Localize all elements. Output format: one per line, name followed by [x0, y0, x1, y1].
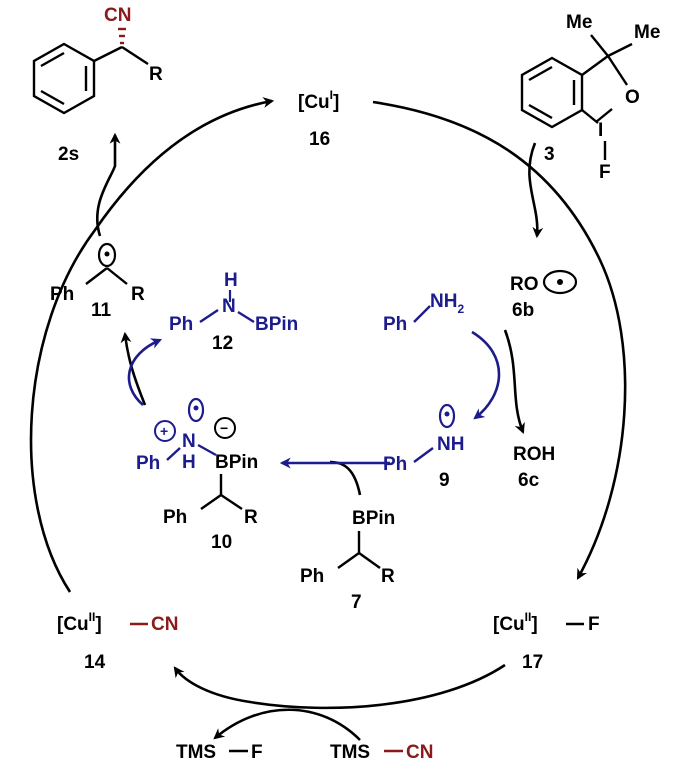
product-r-label: R — [149, 64, 163, 85]
boronate-complex: + − Ph N H BPin Ph R 10 — [136, 397, 258, 553]
alkoxy-text: RO — [510, 274, 539, 295]
tms-f-atom: F — [251, 742, 263, 763]
benzyl-radical: Ph R 11 — [50, 242, 145, 321]
cu2cn-atom: CN — [151, 614, 178, 635]
cu2-fluoride: [CuII] F 17 — [493, 610, 600, 673]
oxidant-o: O — [625, 87, 640, 108]
cu2cn-number: 14 — [84, 652, 106, 673]
aminoborane-h: H — [224, 270, 238, 291]
complex-h: H — [182, 452, 196, 473]
aminoborane-ph: Ph — [169, 314, 193, 335]
oxidant-me1: Me — [566, 12, 592, 33]
arrow-7-in — [329, 460, 362, 496]
radical-ph: Ph — [50, 284, 74, 305]
arc-cu2cn-to-cu1 — [29, 97, 275, 593]
cu2cn-text: [Cu — [57, 614, 89, 635]
complex-number: 10 — [211, 532, 232, 553]
tms-cn-atom: CN — [406, 742, 433, 763]
alcohol: ROH 6c — [513, 444, 555, 491]
svg-text:NH2: NH2 — [430, 291, 464, 316]
aniline-sub2: 2 — [457, 302, 464, 316]
complex-r: R — [244, 507, 258, 528]
ester-number: 7 — [351, 592, 362, 613]
svg-text:[CuI]: [CuI] — [298, 88, 339, 113]
cu2-cyanide: [CuII] CN 14 — [57, 610, 178, 673]
aminyl-nh: NH — [437, 434, 464, 455]
cu1-text: [Cu — [298, 92, 330, 113]
aminyl-ph: Ph — [383, 454, 407, 475]
complex-ph2: Ph — [163, 507, 187, 528]
tms-f-tms: TMS — [176, 742, 216, 763]
product-cn-label: CN — [104, 5, 131, 26]
arrow-oxidant-in — [528, 142, 544, 239]
alcohol-text: ROH — [513, 444, 555, 465]
complex-ph: Ph — [136, 453, 160, 474]
cu1-ox: I — [330, 88, 333, 102]
tms-reagents: TMS F TMS CN — [176, 742, 433, 763]
alcohol-number: 6c — [518, 470, 540, 491]
aminoborane-n: N — [222, 296, 236, 317]
product-nitrile — [32, 27, 149, 115]
ester-bpin: BPin — [352, 508, 395, 529]
complex-n: N — [182, 431, 196, 452]
product-number: 2s — [58, 144, 79, 165]
ester-ph: Ph — [300, 566, 324, 587]
complex-minus: − — [220, 420, 228, 436]
tms-cn-tms: TMS — [330, 742, 370, 763]
radical-r: R — [131, 284, 145, 305]
aminoborane-number: 12 — [212, 333, 233, 354]
complex-bpin: BPin — [215, 452, 258, 473]
aniline-nh: NH — [430, 291, 457, 312]
boronic-ester: BPin Ph R 7 — [300, 508, 395, 613]
complex-plus: + — [160, 423, 168, 439]
ester-r: R — [381, 566, 395, 587]
cu1-complex: [CuI] 16 — [298, 88, 339, 150]
aminoborane: H Ph N BPin 12 — [169, 270, 298, 354]
cu2cn-ox: II — [89, 610, 96, 624]
aniline: Ph NH2 — [383, 291, 464, 335]
alkoxy-radical: RO 6b — [510, 269, 578, 321]
alkoxy-number: 6b — [512, 300, 534, 321]
arrow-tms-exchange — [213, 708, 361, 741]
cu1-number: 16 — [309, 129, 330, 150]
oxidant-i: I — [598, 120, 603, 141]
radical-number: 11 — [91, 300, 112, 321]
arrow-ro-to-roh — [503, 329, 525, 435]
arc-cu1-to-cu2f — [372, 100, 627, 580]
svg-text:[CuII]: [CuII] — [493, 610, 538, 635]
aniline-ph: Ph — [383, 314, 407, 335]
cu2f-number: 17 — [522, 652, 543, 673]
aminyl-radical: Ph NH 9 — [383, 403, 464, 491]
cycle-arrows — [29, 97, 627, 741]
arrow-radical-to-product — [95, 132, 121, 237]
arrow-aniline-to-aminyl — [471, 330, 501, 420]
cu2f-close: ] — [531, 614, 537, 635]
amine-arrows — [127, 330, 501, 469]
aminoborane-bpin: BPin — [255, 314, 298, 335]
cu1-close: ] — [333, 92, 339, 113]
cu2f-text: [Cu — [493, 614, 525, 635]
cu2cn-close: ] — [95, 614, 101, 635]
svg-text:[CuII]: [CuII] — [57, 610, 102, 635]
oxidant-number: 3 — [544, 144, 555, 165]
cu2f-ox: II — [525, 610, 532, 624]
oxidant-f: F — [599, 162, 611, 183]
arrow-10-to-11 — [120, 331, 147, 406]
oxidant-me2: Me — [634, 22, 660, 43]
oxidant-benziodoxole — [520, 34, 633, 160]
aminyl-number: 9 — [439, 470, 450, 491]
arc-cu2f-to-cu2cn — [173, 663, 506, 710]
cu2f-atom: F — [588, 614, 600, 635]
arrow-complex-to-aminoborane — [127, 338, 163, 406]
